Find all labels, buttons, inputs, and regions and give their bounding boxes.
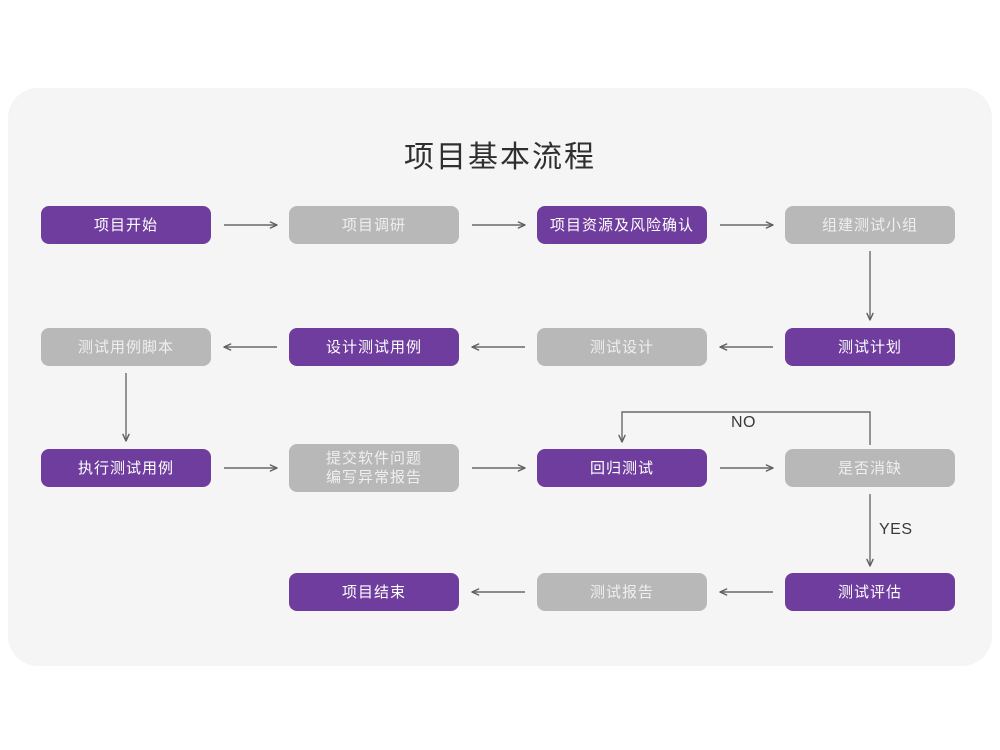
node-execute-testcase[interactable]: 执行测试用例	[41, 449, 211, 487]
edge-label-no: NO	[731, 414, 756, 431]
page-title: 项目基本流程	[404, 141, 596, 174]
node-submit-defect-report[interactable]: 提交软件问题 编写异常报告	[289, 444, 459, 492]
node-design-testcase[interactable]: 设计测试用例	[289, 328, 459, 366]
diagram-card	[8, 88, 992, 666]
node-defect-cleared-check[interactable]: 是否消缺	[785, 449, 955, 487]
node-resource-risk-confirm[interactable]: 项目资源及风险确认	[537, 206, 707, 244]
edge-label-yes: YES	[879, 521, 913, 538]
node-submit-defect-report-line1: 提交软件问题	[325, 450, 422, 467]
node-test-evaluation[interactable]: 测试评估	[785, 573, 955, 611]
node-project-end[interactable]: 项目结束	[289, 573, 459, 611]
node-test-report[interactable]: 测试报告	[537, 573, 707, 611]
node-test-design[interactable]: 测试设计	[537, 328, 707, 366]
node-project-research[interactable]: 项目调研	[289, 206, 459, 244]
node-regression-test[interactable]: 回归测试	[537, 449, 707, 487]
node-testcase-script[interactable]: 测试用例脚本	[41, 328, 211, 366]
node-build-test-team[interactable]: 组建测试小组	[785, 206, 955, 244]
node-test-plan[interactable]: 测试计划	[785, 328, 955, 366]
node-submit-defect-report-line2: 编写异常报告	[325, 469, 422, 486]
node-project-start[interactable]: 项目开始	[41, 206, 211, 244]
